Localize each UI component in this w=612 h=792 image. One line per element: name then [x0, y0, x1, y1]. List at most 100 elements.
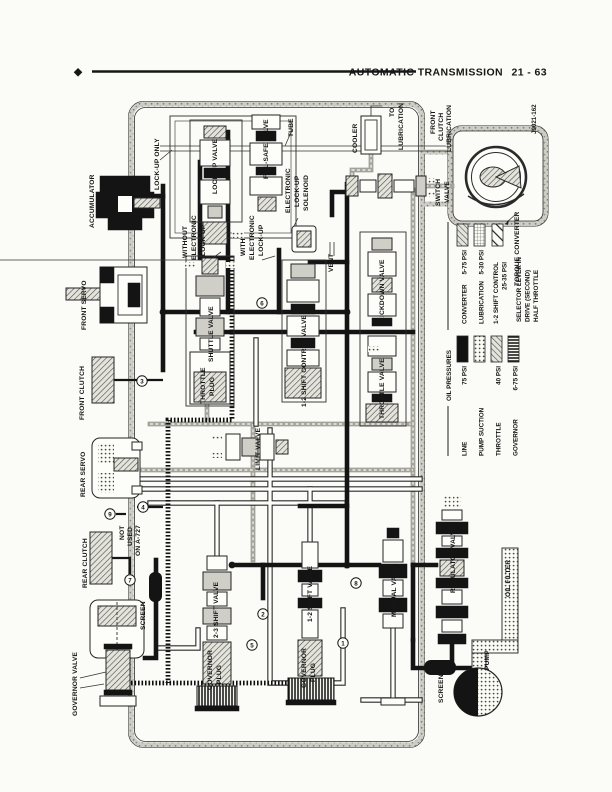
label-front-servo: FRONT SERVO [81, 280, 88, 330]
label-throttle-plug-2: PLUG [209, 377, 216, 396]
shift12-control-valve-graphic [281, 259, 327, 403]
kickdown-throttle-valve-graphic [359, 231, 407, 427]
legend-condition-3: HALF THROTTLE [533, 270, 540, 322]
label-torque-converter: TORQUE CONVERTER [514, 211, 521, 286]
label-throttle-plug-1: THROTTLE [200, 367, 207, 404]
label-to-lubrication-1: TO [389, 108, 396, 117]
label-to-lubrication-2: LUBRICATION [398, 103, 405, 150]
swatch-throttle [490, 335, 503, 363]
label-solenoid-2: LOCK-UP [294, 175, 301, 207]
ball-6: 6 [256, 297, 268, 309]
label-governor-plug-l1: GOVERNOR [207, 650, 214, 690]
legend-throttle-name: THROTTLE [496, 422, 503, 456]
label-front-clutch-lub-3: LUBRICATION [446, 105, 453, 152]
label-lockup-valve: LOCK-UP VALVE [212, 138, 219, 194]
label-oil-filter: OIL FILTER [505, 560, 512, 597]
label-1-2-shift-control-valve: 1-2 SHIFT CONTROL VALVE [301, 314, 308, 407]
check-ball-callouts: 1 2 3 4 5 6 7 8 9 [104, 297, 362, 651]
legend-pump-suction-name: PUMP SUCTION [479, 407, 486, 456]
label-shuttle-valve: SHUTTLE VALVE [208, 306, 215, 362]
legend-12shift-psi: 25-35 PSI [502, 262, 509, 290]
label-switch-valve-1: SWITCH [435, 179, 442, 206]
label-manual-valve: MANUAL VALVE [391, 563, 398, 617]
label-governor-plug-r2: PLUG [310, 663, 317, 682]
label-accumulator: ACCUMULATOR [89, 174, 96, 228]
legend-governor-name: GOVERNOR [513, 419, 520, 456]
label-front-clutch-lub-1: FRONT [430, 110, 437, 134]
svg-text:1: 1 [341, 641, 345, 648]
rear-clutch-graphic [89, 531, 113, 585]
screen-left-graphic [149, 572, 162, 602]
page-title: AUTOMATIC TRANSMISSION [349, 67, 503, 79]
label-governor-valve: GOVERNOR VALVE [72, 651, 79, 716]
vent-mark [329, 242, 335, 256]
accumulator-graphic [95, 175, 161, 231]
lockup-region [0, 114, 335, 261]
swatch-pump-suction [473, 335, 486, 363]
ball-4: 4 [137, 501, 149, 513]
label-front-clutch: FRONT CLUTCH [79, 366, 86, 420]
valve-body-border [128, 101, 425, 748]
legend-line-psi: 75 PSI [462, 366, 469, 385]
svg-text:4: 4 [141, 505, 145, 512]
swatch-12shift [491, 223, 504, 247]
ball-5: 5 [246, 639, 258, 651]
front-servo-graphic [65, 266, 148, 324]
label-1-2-shift-valve: 1-2 SHIFT VALVE [307, 565, 314, 622]
label-with-lockup-1: WITH [240, 238, 247, 256]
pump-graphic [453, 667, 503, 717]
lockup-valve-graphic [189, 119, 244, 245]
torque-converter-graphic [424, 125, 549, 227]
label-regulator-valve: REGULATOR VALVE [450, 526, 457, 593]
shift23-valve-graphic [194, 555, 240, 712]
label-without-lockup-3: LOCK-UP [200, 224, 207, 256]
swatch-lubrication [473, 223, 486, 247]
ball-7: 7 [124, 574, 136, 586]
legend-line-name: LINE [462, 442, 469, 456]
label-2-3-shift-valve: 2-3 SHIFT VALVE [213, 581, 220, 638]
pump-screen-graphic [424, 660, 456, 675]
label-vent: VENT [328, 254, 335, 272]
label-not-used-1: NOT [119, 525, 126, 540]
legend-condition-2: DRIVE (SECOND) [525, 270, 532, 322]
svg-text:7: 7 [128, 578, 132, 585]
svg-text:6: 6 [260, 301, 264, 308]
label-limit-valve: LIMIT VALVE [255, 427, 262, 470]
limit-valve-graphic [212, 433, 289, 461]
label-lockup-only: LOCK-UP ONLY [154, 138, 161, 190]
legend-lubrication-psi: 5-30 PSI [479, 250, 486, 275]
diagram-labels: ACCUMULATOR FRONT SERVO FRONT CLUTCH REA… [72, 103, 538, 716]
swatch-converter [456, 223, 469, 247]
swatch-governor [507, 335, 520, 363]
svg-text:5: 5 [250, 643, 254, 650]
legend-condition-1: SELECTOR LEVER IN [516, 257, 523, 322]
label-without-lockup-2: ELECTRONIC [191, 215, 198, 260]
svg-text:3: 3 [140, 379, 144, 386]
oil-filter-graphic [471, 547, 519, 678]
header-bullet: ◆ [73, 66, 83, 78]
shuttle-valve-graphic [185, 255, 236, 407]
line-pressure-pipes [110, 129, 481, 677]
label-tube: TUBE [288, 118, 295, 137]
ball-1: 1 [337, 637, 349, 649]
ball-9: 9 [104, 508, 116, 520]
legend-converter-psi: 5-75 PSI [462, 250, 469, 275]
legend-lubrication-name: LUBRICATION [479, 281, 486, 324]
cooler-graphic [360, 115, 382, 155]
label-not-used-2: USED [127, 527, 134, 546]
label-kickdown-valve: KICKDOWN VALVE [379, 259, 386, 322]
page-number: 21 - 63 [512, 67, 548, 79]
regulator-valve-graphic [435, 496, 469, 645]
svg-text:2: 2 [261, 612, 265, 619]
figure-code: J9021-162 [531, 104, 538, 134]
label-rear-servo: REAR SERVO [80, 452, 87, 497]
ball-3: 3 [136, 375, 148, 387]
label-failsafe-valve: FAIL-SAFE VALVE [263, 119, 270, 179]
svg-text:8: 8 [354, 581, 358, 588]
legend-converter-name: CONVERTER [462, 284, 469, 324]
legend-throttle-psi: 40 PSI [496, 366, 503, 385]
label-with-lockup-2: ELECTRONIC [249, 215, 256, 260]
switch-valve-graphic [345, 173, 436, 199]
